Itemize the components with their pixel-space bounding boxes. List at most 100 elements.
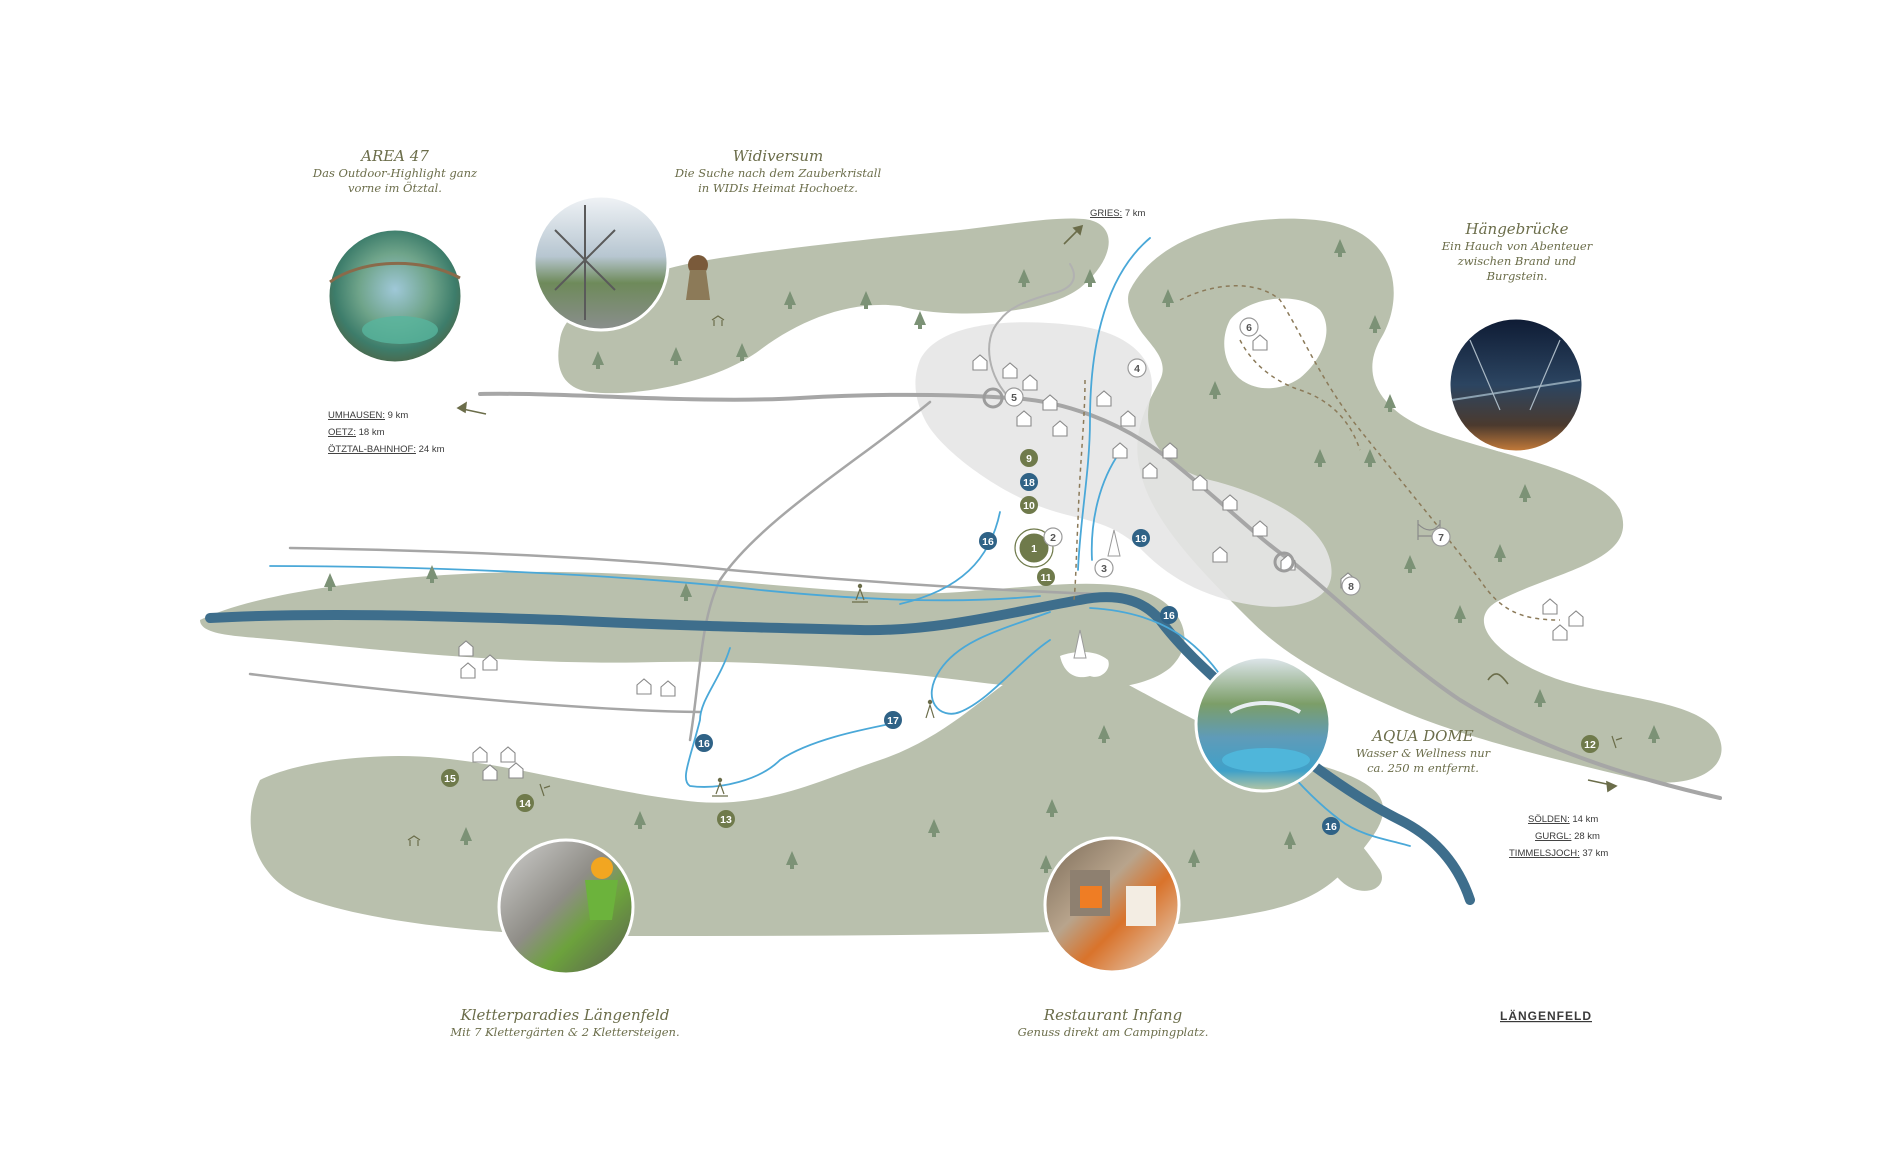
- climber-east-icon: [1611, 735, 1623, 749]
- marker-4[interactable]: 4: [1127, 358, 1147, 378]
- marker-5[interactable]: 5: [1004, 387, 1024, 407]
- church-icon: [1060, 629, 1109, 678]
- road-main-west: [478, 391, 1012, 402]
- svg-text:ca. 250 m entfernt.: ca. 250 m entfernt.: [1367, 761, 1479, 775]
- arrow-north-icon: [1063, 224, 1084, 245]
- marker-16-d[interactable]: 16: [1322, 817, 1340, 835]
- svg-text:16: 16: [1163, 610, 1175, 622]
- arrow-west-icon: [456, 401, 487, 415]
- svg-text:Kletterparadies Längenfeld: Kletterparadies Längenfeld: [460, 1006, 670, 1024]
- road-valley-south: [248, 672, 702, 714]
- marker-14[interactable]: 14: [516, 794, 534, 812]
- label-kletterparadies: Kletterparadies Längenfeld Mit 7 Kletter…: [449, 1006, 679, 1039]
- hiker-icon: [925, 699, 935, 719]
- svg-text:AQUA DOME: AQUA DOME: [1370, 727, 1474, 745]
- deer-south-icon: [407, 835, 421, 846]
- label-haengebruecke: Hängebrücke Ein Hauch von Abenteuer zwis…: [1441, 220, 1594, 283]
- svg-text:18: 18: [1023, 477, 1035, 489]
- marker-10[interactable]: 10: [1020, 496, 1038, 514]
- stream-north: [1077, 237, 1151, 571]
- svg-text:14: 14: [519, 798, 531, 810]
- svg-text:17: 17: [887, 715, 899, 727]
- roundabout-north: [982, 387, 1004, 409]
- stream-north-channel: [269, 565, 1041, 602]
- roads-layer: [248, 263, 1722, 800]
- svg-text:GURGL: 28 km: GURGL: 28 km: [1535, 831, 1600, 842]
- marker-16-a[interactable]: 16: [979, 532, 997, 550]
- marker-16-c[interactable]: 16: [695, 734, 713, 752]
- svg-text:Die Suche nach dem Zauberkrist: Die Suche nach dem Zauberkristall: [674, 166, 882, 180]
- svg-text:5: 5: [1011, 392, 1017, 404]
- land-valley: [200, 571, 1185, 690]
- marker-1[interactable]: 1: [1014, 528, 1054, 568]
- photo-restaurant[interactable]: [1043, 836, 1181, 974]
- svg-text:Mit 7 Klettergärten & 2 Klette: Mit 7 Klettergärten & 2 Klettersteigen.: [449, 1025, 679, 1039]
- climber-icon: [539, 783, 551, 797]
- svg-text:Das Outdoor-Highlight ganz: Das Outdoor-Highlight ganz: [312, 166, 478, 180]
- marker-7[interactable]: 7: [1431, 527, 1451, 547]
- svg-text:Burgstein.: Burgstein.: [1486, 269, 1548, 283]
- marker-2[interactable]: 2: [1043, 527, 1063, 547]
- road-serpentine: [988, 263, 1075, 399]
- marker-6[interactable]: 6: [1239, 317, 1259, 337]
- svg-text:16: 16: [698, 738, 710, 750]
- photo-aquadome[interactable]: [1194, 655, 1332, 793]
- marker-9[interactable]: 9: [1020, 449, 1038, 467]
- distance-north: GRIES: 7 km: [1090, 208, 1146, 219]
- svg-text:Ein Hauch von Abenteuer: Ein Hauch von Abenteuer: [1441, 239, 1594, 253]
- marker-11[interactable]: 11: [1037, 568, 1055, 586]
- road-connector: [688, 400, 932, 742]
- svg-text:UMHAUSEN: 9 km: UMHAUSEN: 9 km: [328, 410, 408, 421]
- church-north-icon: [1107, 529, 1121, 557]
- svg-text:ÖTZTAL-BAHNHOF: 24 km: ÖTZTAL-BAHNHOF: 24 km: [328, 444, 445, 455]
- skier-south-icon: [712, 777, 728, 797]
- svg-text:2: 2: [1050, 532, 1056, 544]
- marker-16-b[interactable]: 16: [1160, 606, 1178, 624]
- svg-text:in WIDIs Heimat Hochoetz.: in WIDIs Heimat Hochoetz.: [698, 181, 858, 195]
- svg-text:Restaurant Infang: Restaurant Infang: [1043, 1006, 1182, 1024]
- marker-17[interactable]: 17: [884, 711, 902, 729]
- roundabout-east: [1273, 551, 1295, 573]
- photo-area47[interactable]: [326, 227, 464, 365]
- svg-text:GRIES: 7 km: GRIES: 7 km: [1090, 208, 1146, 219]
- distances-west: UMHAUSEN: 9 km OETZ: 18 km ÖTZTAL-BAHNHO…: [328, 410, 445, 455]
- svg-text:19: 19: [1135, 533, 1147, 545]
- photo-haengebruecke[interactable]: [1447, 316, 1585, 454]
- road-main-east: [1008, 396, 1722, 800]
- svg-text:16: 16: [982, 536, 994, 548]
- road-valley-north: [288, 546, 1102, 596]
- svg-text:Genuss direkt am Campingplatz.: Genuss direkt am Campingplatz.: [1018, 1025, 1209, 1039]
- skier-icon: [852, 583, 868, 603]
- photo-widiversum[interactable]: [532, 194, 710, 332]
- distances-east: SÖLDEN: 14 km GURGL: 28 km TIMMELSJOCH: …: [1509, 814, 1608, 859]
- marker-13[interactable]: 13: [717, 810, 735, 828]
- svg-text:vorne im Ötztal.: vorne im Ötztal.: [348, 181, 442, 195]
- svg-text:15: 15: [444, 773, 456, 785]
- svg-text:3: 3: [1101, 563, 1107, 575]
- arrow-east-icon: [1587, 779, 1618, 793]
- slide-icon: [1487, 673, 1509, 685]
- markers-layer: 1 2 3 4 5 6 7 8: [441, 317, 1599, 835]
- trails-layer: [1073, 285, 1561, 621]
- place-label-laengenfeld: LÄNGENFELD: [1500, 1008, 1592, 1023]
- land-northwest: [558, 218, 1109, 394]
- marker-18[interactable]: 18: [1020, 473, 1038, 491]
- photo-kletterparadies[interactable]: [497, 838, 635, 976]
- svg-text:TIMMELSJOCH: 37 km: TIMMELSJOCH: 37 km: [1509, 848, 1608, 859]
- stream-south-loop: [930, 611, 1051, 715]
- river-main: [205, 592, 1475, 905]
- marker-19[interactable]: 19: [1132, 529, 1150, 547]
- label-widiversum: Widiversum Die Suche nach dem Zauberkris…: [674, 147, 882, 195]
- marker-15[interactable]: 15: [441, 769, 459, 787]
- svg-text:Widiversum: Widiversum: [733, 147, 823, 165]
- svg-text:12: 12: [1584, 739, 1596, 751]
- svg-text:10: 10: [1023, 500, 1035, 512]
- marker-8[interactable]: 8: [1341, 576, 1361, 596]
- marker-3[interactable]: 3: [1094, 558, 1114, 578]
- svg-text:OETZ: 18 km: OETZ: 18 km: [328, 427, 385, 438]
- marker-12[interactable]: 12: [1581, 735, 1599, 753]
- label-aquadome: AQUA DOME Wasser & Wellness nur ca. 250 …: [1356, 727, 1492, 775]
- svg-text:4: 4: [1134, 363, 1140, 375]
